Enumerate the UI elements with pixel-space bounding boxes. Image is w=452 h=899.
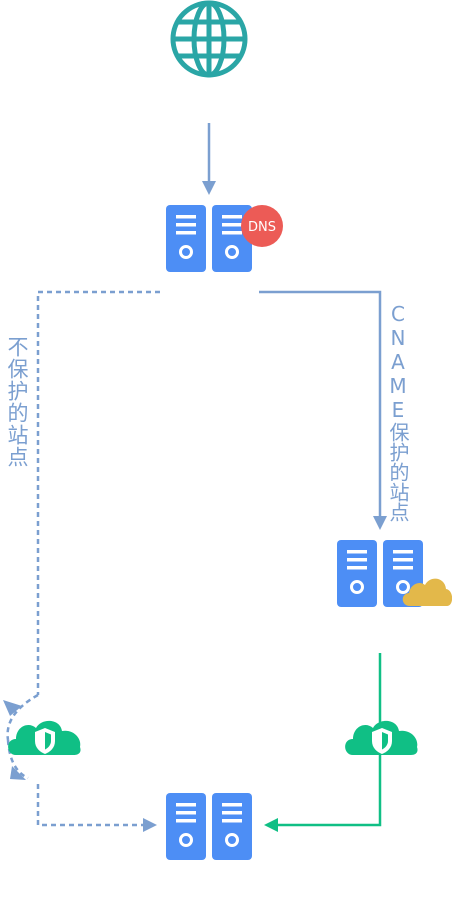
yellow-cloud-icon <box>402 578 452 606</box>
globe-to-dns-arrow <box>202 123 216 195</box>
cname-flow-path <box>259 290 387 530</box>
origin-server-icon <box>164 791 254 862</box>
dns-badge-label: DNS <box>248 220 276 235</box>
dns-badge: DNS <box>241 205 283 247</box>
dns-server-icon <box>164 203 254 274</box>
unprotected-site-label: 不保护的站点 <box>5 336 29 468</box>
cname-protected-site-label: CNAME保护的站点 <box>386 302 410 522</box>
shield-cloud-icon-left <box>8 720 81 755</box>
shield-cloud-icon-right <box>345 720 418 755</box>
protected-flow-path <box>264 653 382 832</box>
globe-icon <box>170 0 248 78</box>
